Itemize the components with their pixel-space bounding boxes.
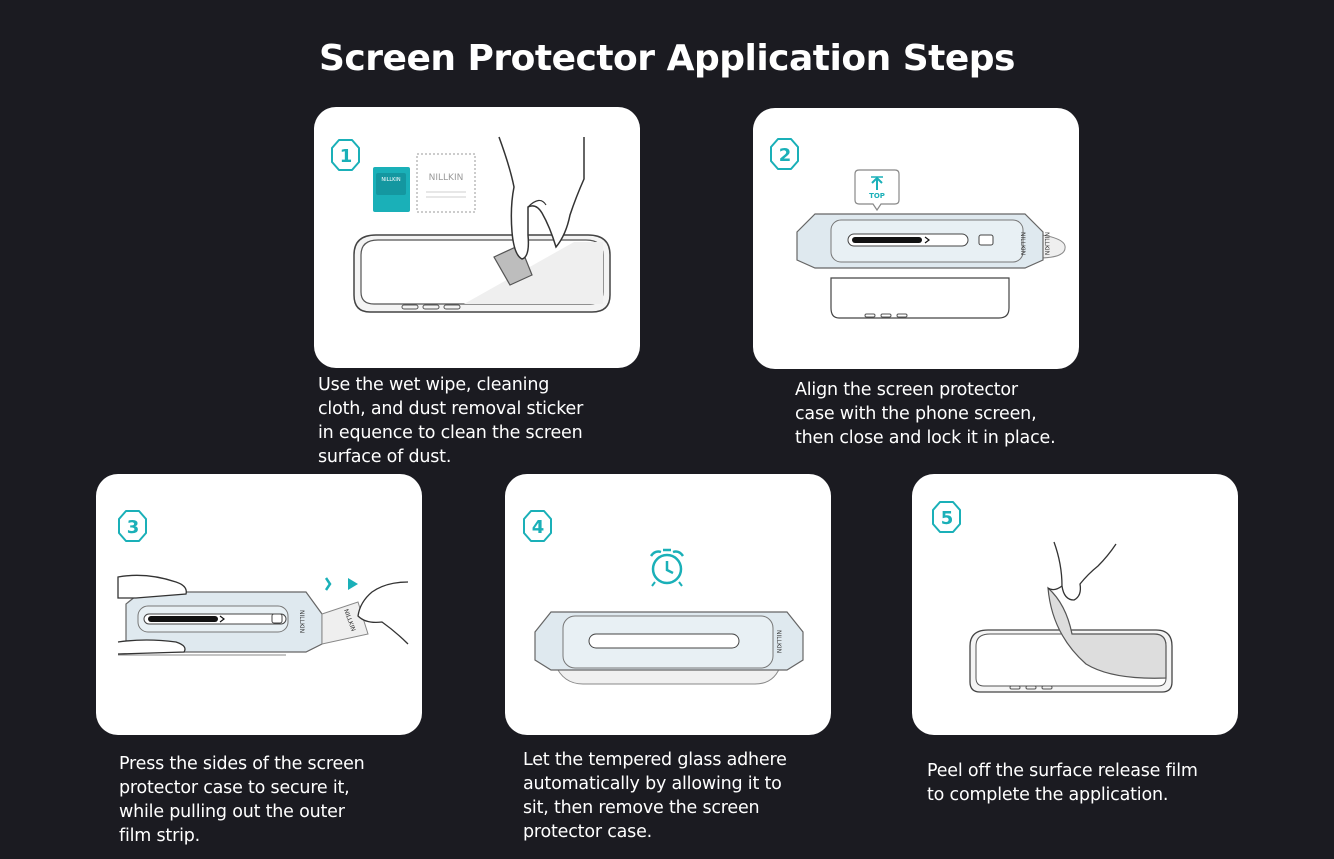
wipe-brand-text: NILLKIN: [381, 177, 401, 183]
step-number: 1: [340, 146, 353, 167]
top-label: TOP: [869, 192, 885, 200]
step-number: 4: [532, 517, 545, 538]
protector-case: NILLKIN NILLKIN: [796, 213, 1066, 269]
case-brand-text: NILLKIN: [1019, 232, 1026, 255]
cloth-brand-text: NILLKIN: [429, 173, 464, 183]
step-3-card: 3 NILLKIN NILLKIN: [96, 474, 422, 735]
step-number: 5: [941, 508, 954, 529]
phone-icon: [353, 234, 611, 313]
step-3-illustration: 3 NILLKIN NILLKIN: [117, 510, 409, 656]
step-2-illustration: 2 TOP NILLKIN NILLKIN: [770, 138, 1066, 319]
page-title: Screen Protector Application Steps: [319, 38, 1016, 79]
hand-icon: [357, 581, 409, 645]
step-5-card: 5: [912, 474, 1238, 735]
protector-case: NILLKIN NILLKIN: [118, 591, 369, 656]
top-arrow-icon: TOP: [854, 169, 900, 212]
step-number-badge: 1: [331, 139, 360, 171]
tab-brand-text: NILLKIN: [1043, 232, 1050, 255]
step-2-description: Align the screen protector case with the…: [795, 380, 1056, 448]
step-number-badge: 3: [118, 510, 147, 542]
step-4-illustration: 4 NILLKIN: [523, 510, 804, 685]
hand-icon: [117, 574, 187, 655]
step-1-description: Use the wet wipe, cleaning cloth, and du…: [318, 375, 584, 467]
hand-icon: [498, 136, 585, 260]
step-5-description: Peel off the surface release film to com…: [927, 761, 1198, 805]
alarm-clock-icon: [649, 548, 685, 587]
phone-icon: [830, 277, 1010, 319]
step-number: 2: [779, 145, 792, 166]
step-number: 3: [127, 517, 140, 538]
step-number-badge: 4: [523, 510, 552, 542]
step-2-card: 2 TOP NILLKIN NILLKIN: [753, 108, 1079, 369]
hand-icon: [1047, 541, 1117, 601]
step-5-illustration: 5: [932, 501, 1173, 693]
case-brand-text: NILLKIN: [775, 630, 782, 653]
step-1-card: 1 NILLKIN NILLKIN: [314, 107, 640, 368]
step-1-illustration: 1 NILLKIN NILLKIN: [331, 136, 611, 313]
step-number-badge: 5: [932, 501, 961, 533]
wet-wipe-icon: NILLKIN: [373, 167, 410, 212]
case-brand-text: NILLKIN: [298, 610, 305, 633]
step-4-card: 4 NILLKIN: [505, 474, 831, 735]
step-number-badge: 2: [770, 138, 799, 170]
step-3-description: Press the sides of the screen protector …: [119, 754, 365, 846]
step-4-description: Let the tempered glass adhere automatica…: [523, 750, 787, 842]
release-film: [1047, 586, 1167, 679]
pull-arrow-icon: [324, 577, 358, 591]
cleaning-cloth-icon: NILLKIN: [416, 153, 476, 213]
protector-case: NILLKIN: [534, 611, 804, 685]
